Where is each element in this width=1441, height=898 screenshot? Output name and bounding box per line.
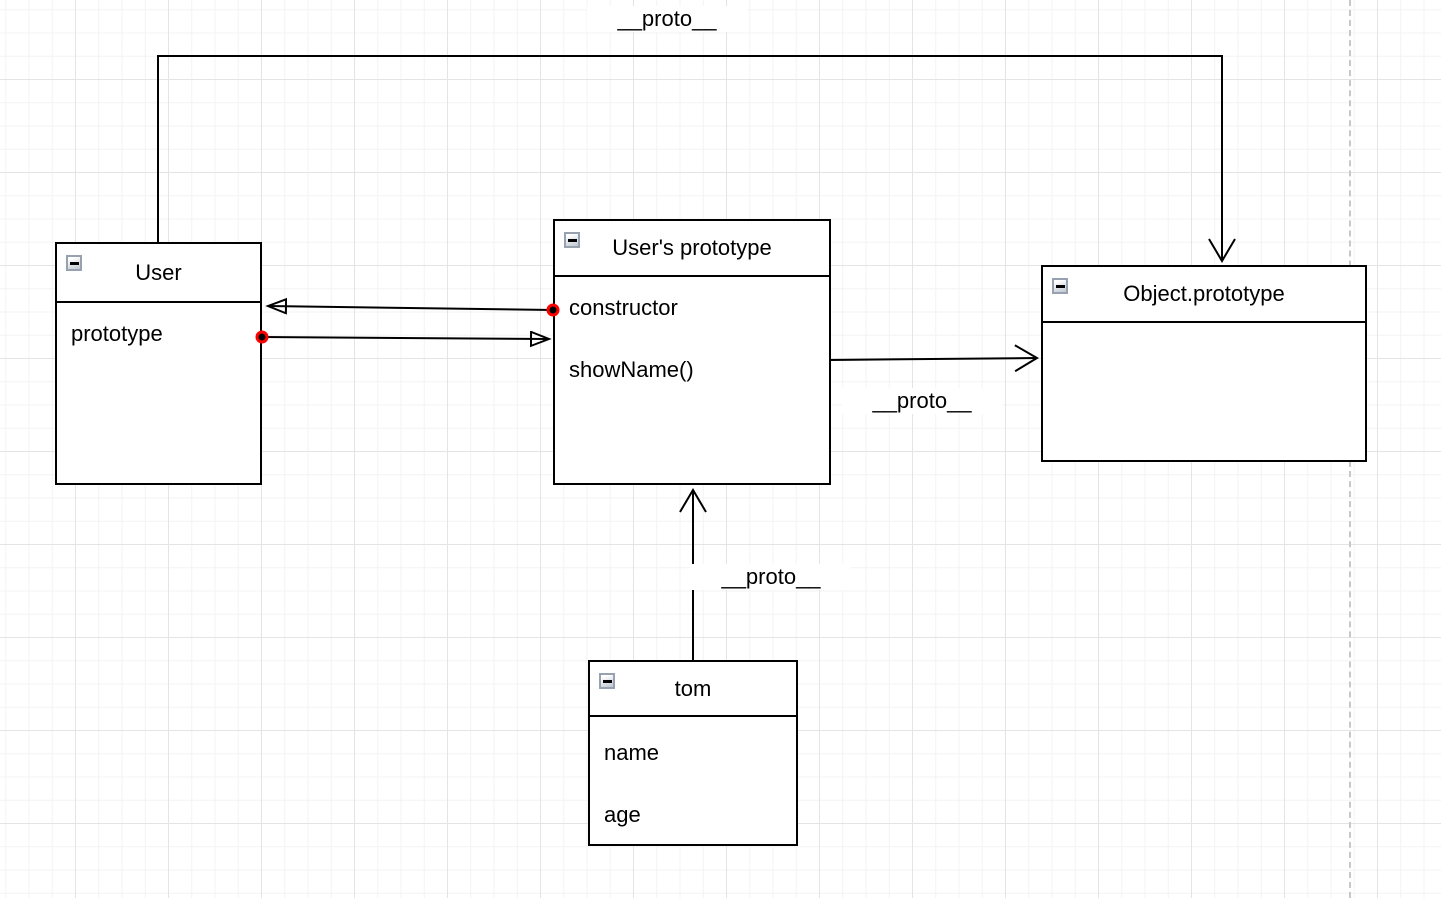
member-name[interactable]: name [604,740,660,765]
node-header: Object.prototype [1043,267,1365,323]
node-title-object-prototype: Object.prototype [1123,281,1285,306]
node-body: name age [590,717,796,846]
node-body: prototype [57,303,260,365]
edge-prototype-to-user-prototype[interactable] [261,337,549,339]
node-body: constructor showName() [555,277,829,401]
collapse-minus-icon[interactable] [1052,278,1068,294]
edge-user-to-object-prototype[interactable] [157,55,1236,263]
member-age[interactable]: age [604,802,641,827]
member-showname[interactable]: showName() [569,357,694,382]
member-constructor[interactable]: constructor [569,295,678,320]
member-prototype[interactable]: prototype [71,321,163,346]
node-title-user-prototype: User's prototype [612,235,772,260]
collapse-minus-icon[interactable] [564,232,580,248]
edge-user-prototype-to-object-prototype[interactable] [830,344,1039,373]
collapse-minus-icon[interactable] [599,673,615,689]
node-header: User's prototype [555,221,829,277]
node-header: User [57,244,260,303]
edge-endpoint-dot-constructor[interactable] [546,303,560,317]
edge-constructor-to-user[interactable] [268,306,554,310]
class-node-user-prototype[interactable]: User's prototype constructor showName() [553,219,831,485]
node-title-tom: tom [674,675,712,701]
collapse-minus-icon[interactable] [66,255,82,271]
edge-label-proto-right[interactable]: __proto__ [842,388,1002,414]
class-node-user[interactable]: User prototype [55,242,262,485]
node-header: tom [590,662,796,717]
class-node-object-prototype[interactable]: Object.prototype [1041,265,1367,462]
edge-label-proto-bottom[interactable]: __proto__ [691,564,851,590]
edge-endpoint-dot-prototype[interactable] [255,330,269,344]
edge-label-proto-top[interactable]: __proto__ [587,6,747,32]
node-title-user: User [135,259,182,285]
class-node-tom[interactable]: tom name age [588,660,798,846]
